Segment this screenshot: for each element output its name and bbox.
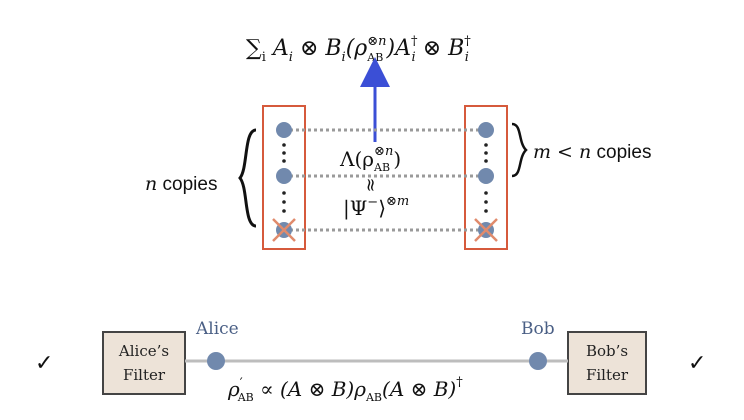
approx-backdrop [360,178,382,192]
right-vertical-ellipsis [484,143,488,213]
alice-filter-line2: Filter [123,366,166,384]
check-left-icon: ✓ [35,350,53,375]
lambda-label: Λ(ρAB⊗n) [339,144,401,174]
left-qubit-1 [276,122,292,138]
psi-backdrop [340,194,432,220]
bob-label: Bob [521,319,555,339]
right-qubit-2 [478,168,494,184]
alice-label: Alice [195,319,239,339]
left-copies-label: n copies [145,173,217,195]
alice-filter-line1: Alice’s [118,342,169,360]
top-formula: ∑i Ai ⊗ Bi(ρAB⊗n)A†i ⊗ B†i [246,34,471,65]
right-curly-brace [511,122,528,178]
right-qubit-1 [478,122,494,138]
left-discard-cross-icon [272,218,296,242]
alice-filter-box [102,331,186,395]
bob-filter-line1: Bob’s [586,342,628,360]
approx-symbol: ≈ [360,177,381,192]
left-vertical-ellipsis [282,143,286,213]
lambda-backdrop [334,144,418,172]
right-discard-cross-icon [474,218,498,242]
bottom-formula: ρ′AB ∝ (A ⊗ B)ρAB(A ⊗ B)† [227,375,463,404]
left-qubit-2 [276,168,292,184]
bob-node [529,352,547,370]
bob-filter-line2: Filter [586,366,629,384]
check-right-icon: ✓ [688,350,706,375]
psi-label: |Ψ−⟩⊗m [343,194,409,221]
alice-node [207,352,225,370]
bob-filter-box [567,331,647,395]
left-curly-brace [238,128,257,228]
right-copies-label: m < n copies [533,141,651,163]
